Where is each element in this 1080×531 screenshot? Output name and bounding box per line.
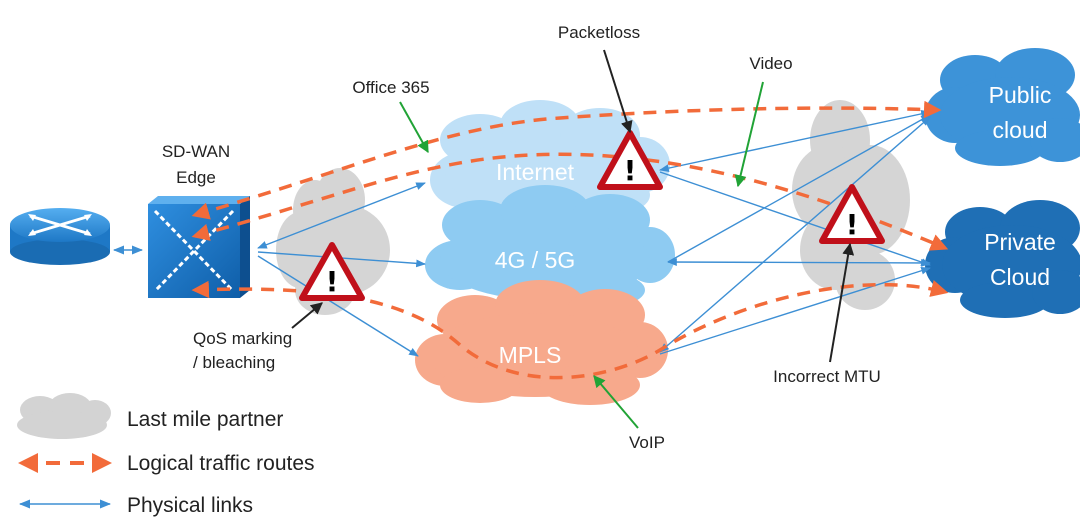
- svg-text:!: !: [326, 265, 339, 298]
- physical-link-cellular-private: [667, 258, 931, 267]
- warning-icon-mtu: !: [819, 184, 885, 244]
- mpls-cloud-label: MPLS: [499, 342, 562, 368]
- voip-label: VoIP: [629, 433, 665, 452]
- callout-arrow-office365: [399, 101, 429, 154]
- packetloss-label: Packetloss: [558, 23, 640, 42]
- callout-arrow-qos: [291, 302, 323, 329]
- physical-link-edge-mpls: [257, 255, 419, 357]
- svg-text:!: !: [846, 208, 859, 241]
- private-cloud-label-line1: Private: [984, 229, 1056, 255]
- public-cloud-label-line2: cloud: [993, 117, 1048, 143]
- sdwan-edge-icon: [148, 196, 250, 298]
- mpls-cloud: [415, 280, 668, 405]
- sdwan-edge-label-line2: Edge: [176, 168, 216, 187]
- callout-arrow-mtu: [829, 242, 855, 363]
- logical-route-office365: [191, 100, 942, 220]
- video-label: Video: [749, 54, 792, 73]
- public-cloud-label-line1: Public: [989, 82, 1052, 108]
- cellular-cloud-label: 4G / 5G: [495, 247, 576, 273]
- legend-last-mile-label: Last mile partner: [127, 408, 283, 431]
- legend-last-mile-swatch: [17, 393, 111, 439]
- qos-label-line1: QoS marking: [193, 329, 292, 348]
- physical-link-mpls-private: [659, 266, 931, 355]
- legend-logical-label: Logical traffic routes: [127, 452, 315, 475]
- private-cloud-label-line2: Cloud: [990, 264, 1050, 290]
- sdwan-edge-label-line1: SD-WAN: [162, 142, 230, 161]
- internet-cloud-label: Internet: [496, 159, 575, 185]
- incorrect-mtu-label: Incorrect MTU: [773, 367, 881, 386]
- qos-label-line2: / bleaching: [193, 353, 275, 372]
- legend-physical-label: Physical links: [127, 494, 253, 517]
- warning-icon-qos: !: [299, 242, 365, 301]
- public-cloud: [925, 48, 1080, 166]
- callout-arrow-video: [734, 81, 764, 188]
- callout-arrow-voip: [593, 375, 639, 429]
- private-cloud: [925, 200, 1080, 318]
- warning-icon-packetloss: !: [597, 130, 663, 190]
- logical-route-video: [191, 152, 949, 251]
- office365-label: Office 365: [352, 78, 429, 97]
- svg-text:!: !: [624, 154, 637, 187]
- callout-arrow-packetloss: [603, 49, 633, 134]
- router-icon: [10, 208, 110, 265]
- legend: Last mile partner Logical traffic routes…: [17, 393, 315, 517]
